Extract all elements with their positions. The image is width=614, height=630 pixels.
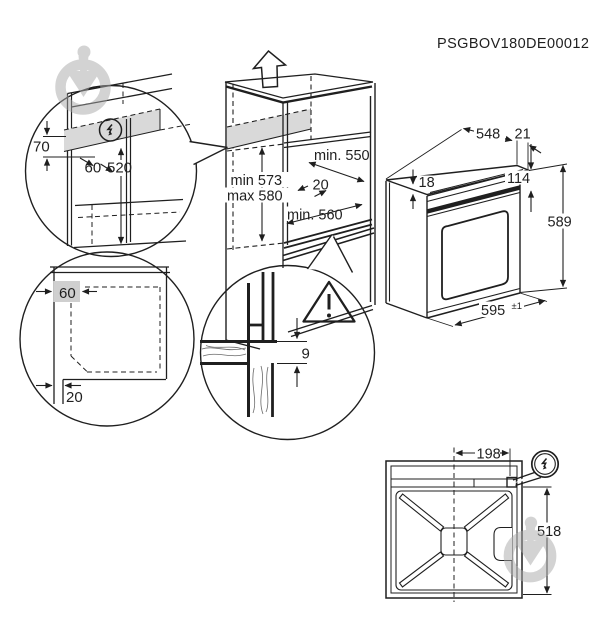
oven-panel-height-label: 114 (507, 171, 530, 187)
model-code-title: PSGBOV180DE00012 (437, 36, 589, 52)
oven-width-tolerance-label: ±1 (512, 301, 523, 312)
zone-height-label: 70 (33, 139, 50, 156)
oven-handle (426, 185, 521, 214)
oven-lip-label: 21 (515, 127, 531, 143)
front-cutout-detail: 60 20 (19, 251, 195, 427)
electrical-zone-strip (227, 109, 311, 149)
wood-grain-texture (201, 345, 269, 415)
oven-height-label: 589 (548, 215, 572, 231)
electrical-flash-icon-rear (512, 449, 560, 487)
side-zone-shade (53, 281, 80, 302)
oven-depth-label: 548 (476, 127, 500, 143)
top-connection-detail: 70 60 520 (24, 73, 228, 258)
shelf-setback-label: 20 (313, 178, 329, 194)
rear-x-brace (398, 493, 512, 588)
electrical-flash-icon (98, 118, 123, 142)
oven-top-inset-label: 18 (419, 175, 435, 191)
lift-up-arrow-icon (251, 49, 288, 89)
side-zone-label: 60 (59, 285, 76, 302)
niche-height-max-label: max 580 (227, 189, 283, 205)
niche-depth-label: min. 550 (314, 148, 370, 164)
oven-rear-view: 198 518 (385, 447, 564, 602)
warning-triangle-icon (302, 280, 356, 323)
min-gap-label: 9 (302, 346, 310, 363)
connection-offset-label: 198 (477, 447, 501, 463)
niche-height-min-label: min 573 (231, 173, 283, 189)
marketplace-watermark-icon-top (61, 46, 106, 110)
oven-side-view: 548 21 18 114 589 595 ±1 (385, 126, 580, 327)
oven-width-label: 595 (481, 303, 505, 319)
gap-detail: 9 (199, 234, 376, 441)
bottom-zone-label: 20 (66, 389, 83, 406)
terminal-cover (473, 478, 508, 488)
drop-label: 520 (107, 160, 132, 177)
cabinet-niche-view: min. 550 min 573 max 580 20 min. 560 (224, 49, 376, 350)
electrical-zone-strip-detail (64, 109, 160, 152)
oven-door-window (441, 210, 509, 301)
zone-depth-label: 60 (85, 160, 102, 177)
